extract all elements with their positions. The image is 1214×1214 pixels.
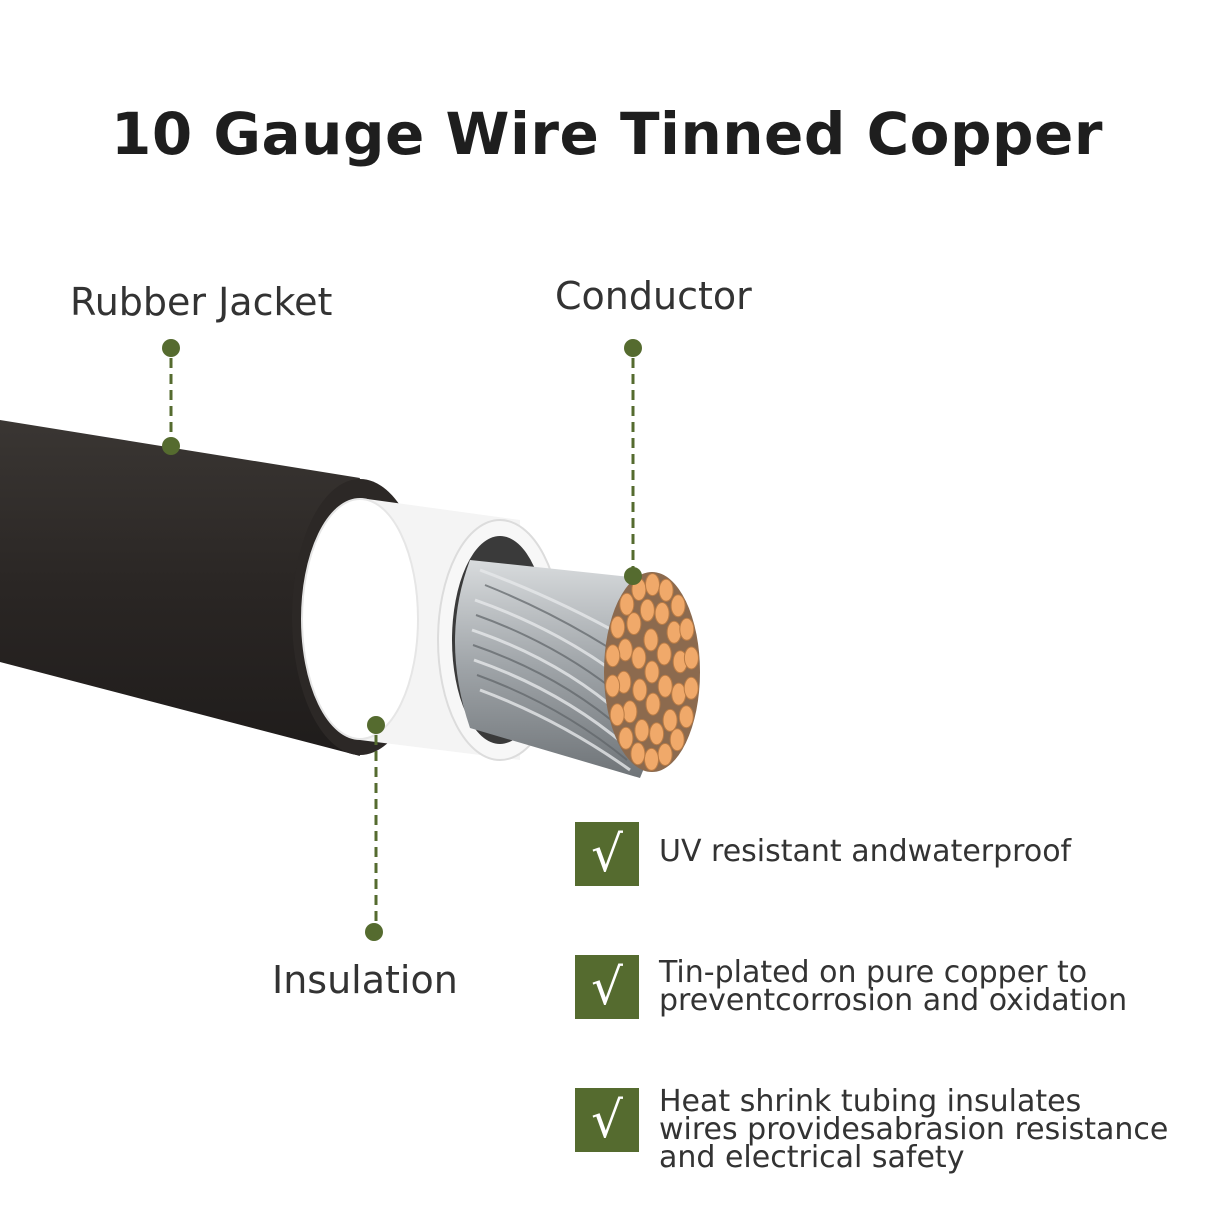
copper-strand-end [618, 726, 634, 750]
insulation-face [301, 498, 419, 740]
copper-strand-end [657, 743, 673, 766]
copper-strand-end [630, 742, 646, 766]
copper-strand-end [622, 700, 638, 724]
copper-strand-end [657, 674, 673, 698]
feature-heat-shrink: √ Heat shrink tubing insulates wires pro… [575, 1084, 1199, 1175]
copper-strand-end [658, 578, 674, 602]
callout-conductor [624, 339, 642, 585]
copper-strand-end [626, 612, 642, 636]
feature-tin-plated: √ Tin-plated on pure copper to preventco… [575, 955, 1199, 1019]
copper-strand-end [678, 705, 694, 729]
label-insulation: Insulation [272, 958, 458, 1002]
copper-strand-end [645, 573, 660, 597]
copper-strand-end [617, 638, 633, 662]
copper-strand-end [649, 722, 665, 746]
page-title: 10 Gauge Wire Tinned Copper [111, 100, 1103, 168]
copper-strand-end [666, 620, 682, 644]
rubber-jacket [0, 420, 360, 756]
check-icon: √ [575, 955, 639, 1019]
copper-strand-end [645, 692, 661, 716]
feature-text-line: and electrical safety [659, 1140, 965, 1175]
copper-strand-end [639, 598, 655, 622]
copper-strand-end [634, 719, 650, 742]
copper-strand-end [662, 708, 678, 732]
label-rubber-jacket: Rubber Jacket [70, 280, 333, 324]
label-conductor: Conductor [555, 274, 752, 318]
copper-strand-end [670, 594, 686, 618]
copper-strand-end [610, 615, 626, 639]
copper-strand-ends [605, 573, 699, 771]
copper-strand-end [631, 646, 647, 670]
copper-strand-end [683, 676, 699, 700]
check-icon: √ [575, 822, 639, 886]
feature-text-line: Tin-plated on pure copper to [659, 955, 1088, 990]
feature-text-line: preventcorrosion and oxidation [659, 983, 1128, 1018]
feature-uv-resistant: √ UV resistant andwaterproof [575, 822, 1199, 886]
feature-text-line: UV resistant andwaterproof [659, 834, 1072, 869]
copper-strand-end [644, 747, 659, 771]
copper-strand-end [654, 602, 670, 625]
copper-strand-end [656, 642, 672, 666]
check-icon: √ [575, 1088, 639, 1152]
copper-strand-end [669, 728, 685, 752]
copper-strand-end [679, 617, 695, 641]
callout-rubber-jacket [162, 339, 180, 455]
copper-strand-end [619, 592, 635, 616]
copper-strand-end [683, 646, 699, 670]
copper-strand-end [644, 660, 660, 684]
copper-strand-end [605, 644, 621, 668]
copper-strand-end [643, 628, 659, 652]
copper-strand-end [609, 703, 625, 727]
copper-strand-end [632, 678, 648, 702]
copper-strand-end [605, 674, 621, 698]
feature-text-line: wires providesabrasion resistance [659, 1112, 1169, 1147]
copper-strand-end [671, 682, 687, 706]
feature-text-line: Heat shrink tubing insulates [659, 1084, 1082, 1119]
callout-insulation [365, 716, 385, 941]
